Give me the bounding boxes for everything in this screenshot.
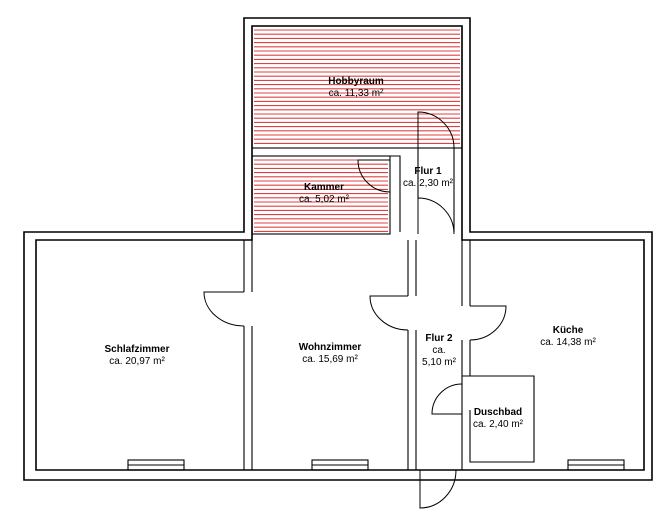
- label-flur1-area: ca. 2,30 m²: [403, 178, 454, 189]
- label-flur2-name: Flur 2: [425, 333, 453, 344]
- duschbad-walls: [461, 375, 535, 470]
- label-wohnzimmer-name: Wohnzimmer: [299, 342, 362, 353]
- door-entrance: [419, 469, 457, 509]
- label-hobbyraum-name: Hobbyraum: [328, 76, 384, 87]
- hobbyraum-walls: [251, 25, 463, 149]
- label-kammer-area: ca. 5,02 m²: [299, 194, 350, 205]
- wohnzimmer-flur2-wall: [407, 240, 417, 470]
- door-schlafzimmer: [203, 291, 245, 327]
- schlafzimmer-wohnzimmer-wall: [243, 240, 253, 470]
- outer-wall: [23, 17, 653, 481]
- label-schlafzimmer-area: ca. 20,97 m²: [109, 356, 165, 367]
- label-duschbad-area: ca. 2,40 m²: [473, 419, 524, 430]
- flur1-walls: [390, 148, 455, 232]
- kammer-walls: [251, 155, 391, 235]
- label-flur1-name: Flur 1: [414, 166, 442, 177]
- door-hobbyraum: [417, 111, 455, 149]
- door-duschbad: [431, 383, 463, 415]
- label-hobbyraum-area: ca. 11,33 m²: [329, 88, 385, 99]
- label-duschbad-name: Duschbad: [474, 407, 522, 418]
- door-wohnzimmer: [369, 295, 409, 331]
- label-kueche-name: Küche: [553, 325, 584, 336]
- flur2-kueche-wall: [461, 240, 471, 384]
- label-kammer-name: Kammer: [304, 182, 344, 193]
- label-wohnzimmer-area: ca. 15,69 m²: [302, 354, 358, 365]
- door-flur1-flur2: [417, 197, 455, 235]
- label-flur2-area-line1: ca.: [432, 345, 445, 356]
- door-kueche: [469, 305, 507, 341]
- label-flur2-area-line2: 5,10 m²: [422, 357, 457, 368]
- hobbyraum-floor-hatching: [254, 29, 460, 144]
- label-schlafzimmer-name: Schlafzimmer: [104, 344, 169, 355]
- door-kammer: [357, 159, 391, 193]
- label-kueche-area: ca. 14,38 m²: [540, 337, 596, 348]
